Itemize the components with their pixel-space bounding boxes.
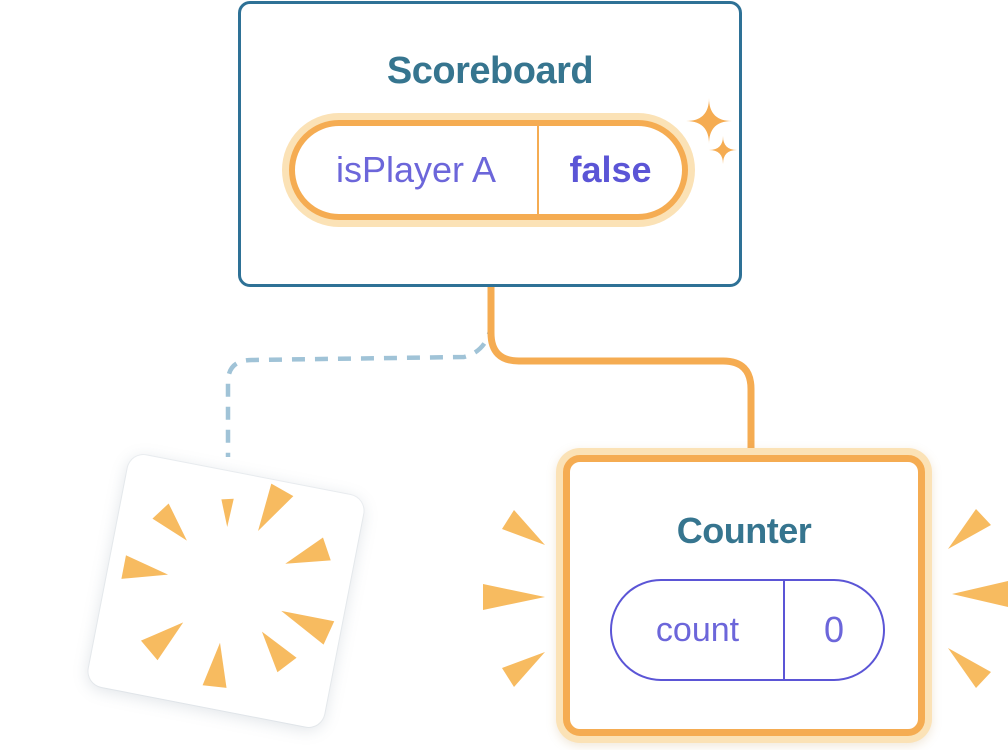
scoreboard-state-value: false: [569, 149, 652, 190]
emphasis-ray: [948, 509, 991, 549]
destroyed-component-card: [85, 452, 367, 730]
solid-connector-kept-branch: [487, 287, 755, 453]
emphasis-ray: [502, 652, 545, 687]
burst-ray: [261, 631, 297, 673]
sparkle-large: [686, 98, 732, 144]
counter-state-pill: count 0: [610, 579, 885, 681]
counter-state-key: count: [655, 610, 740, 649]
burst-ray: [152, 503, 187, 541]
pill-divider: [537, 126, 539, 214]
emphasis-ray: [952, 581, 1008, 607]
burst-ray: [285, 537, 331, 564]
burst-ray: [281, 610, 335, 645]
counter-title: Counter: [676, 510, 812, 551]
burst-ray: [140, 622, 184, 661]
scoreboard-state-pill: isPlayer A false: [289, 120, 688, 220]
scoreboard-title: Scoreboard: [386, 50, 594, 92]
pill-divider: [783, 581, 785, 679]
counter-card-inner: Counter count 0: [563, 455, 925, 736]
burst-ray: [121, 555, 169, 579]
scoreboard-state-key: isPlayer A: [335, 149, 497, 190]
burst-ray: [202, 642, 227, 688]
sparkle-small: [709, 136, 737, 164]
counter-card: Counter count 0: [556, 448, 932, 743]
dashed-connector-removed-branch: [225, 321, 495, 457]
emphasis-ray: [948, 648, 991, 688]
sparkle-icon: [686, 98, 737, 164]
emphasis-ray: [502, 510, 545, 545]
burst-ray: [258, 483, 294, 532]
burst-ray: [221, 498, 234, 528]
counter-state-value: 0: [823, 609, 845, 650]
scoreboard-card: Scoreboard isPlayer A false: [238, 1, 742, 287]
poof-burst-icon: [121, 483, 335, 688]
emphasis-ray: [483, 584, 545, 610]
